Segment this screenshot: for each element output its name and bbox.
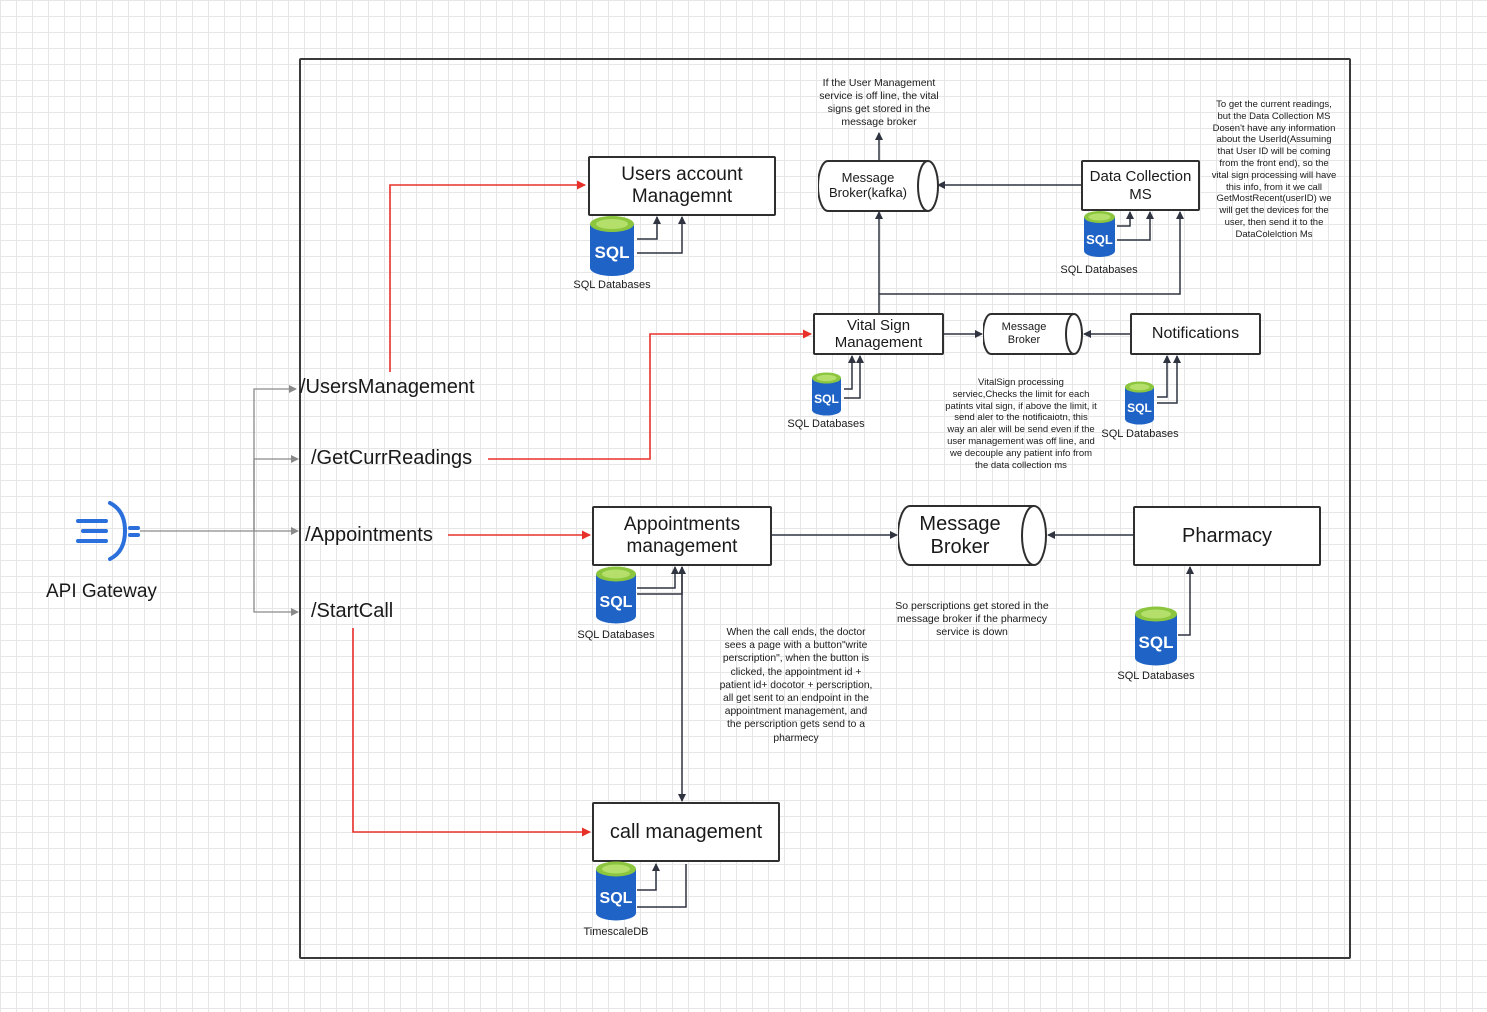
vital-db-link-2 <box>844 355 864 399</box>
call-management-service[interactable]: call management <box>592 802 780 862</box>
svg-text:SQL: SQL <box>600 890 633 907</box>
notifications-db-link <box>1157 355 1171 398</box>
system-boundary <box>299 58 1351 959</box>
api-gateway-icon <box>76 501 140 561</box>
call-db-link-2 <box>637 864 687 908</box>
vital-processing-note: VitalSign processing serviec,Checks the … <box>945 377 1097 471</box>
notifications-db-label: SQL Databases <box>1101 428 1179 440</box>
route-get-curr-readings[interactable]: /GetCurrReadings <box>311 447 473 469</box>
users-sql-db-icon: SQL <box>590 216 634 276</box>
vital-sign-management-service[interactable]: Vital Sign Management <box>813 313 944 355</box>
vital-to-datacollection <box>879 211 1184 295</box>
notifications-service[interactable]: Notifications <box>1130 313 1261 355</box>
gateway-link-readings <box>253 455 299 531</box>
datacollection-db-label: SQL Databases <box>1060 264 1138 276</box>
kafka-note: If the User Management service is off li… <box>819 77 939 128</box>
appointments-sql-db-icon: SQL <box>596 566 636 624</box>
call-db-label: TimescaleDB <box>583 926 649 938</box>
notifications-label: Notifications <box>1151 324 1240 342</box>
gateway-link-users <box>253 385 297 531</box>
users-account-management-service[interactable]: Users account Managemnt <box>588 156 776 216</box>
appointments-broker-label: Message Broker <box>919 512 1001 558</box>
datacollection-sql-db-icon: SQL <box>1084 211 1115 257</box>
svg-text:SQL: SQL <box>595 243 630 262</box>
call-timescale-db-icon: SQL <box>596 861 636 921</box>
appointments-service-label: Appointments management <box>623 514 741 557</box>
gateway-link-call <box>253 531 299 616</box>
kafka-broker-label: Message Broker(kafka) <box>828 170 908 200</box>
vital-broker-label: Message Broker <box>1001 321 1047 346</box>
users-db-label: SQL Databases <box>573 279 651 291</box>
call-end-note: When the call ends, the doctor sees a pa… <box>719 627 873 744</box>
users-service-label: Users account Managemnt <box>621 164 743 207</box>
pharmacy-db-label: SQL Databases <box>1117 670 1195 682</box>
arrow-readings-route <box>488 329 812 460</box>
pharmacy-db-link <box>1178 566 1194 636</box>
kafka-broker-shape[interactable] <box>818 160 940 212</box>
vital-db-label: SQL Databases <box>787 418 865 430</box>
svg-text:SQL: SQL <box>1127 401 1152 415</box>
users-db-link-2 <box>637 216 686 254</box>
call-db-link <box>637 863 660 891</box>
pharmacy-sql-db-icon: SQL <box>1135 606 1177 666</box>
datacollection-db-link-2 <box>1117 211 1154 241</box>
route-start-call[interactable]: /StartCall <box>311 600 394 622</box>
vital-db-link <box>844 355 856 390</box>
svg-text:SQL: SQL <box>600 594 633 611</box>
appointments-db-link <box>637 566 679 589</box>
data-collection-label: Data Collection MS <box>1089 168 1192 203</box>
pharmacy-service[interactable]: Pharmacy <box>1133 506 1321 566</box>
notifications-sql-db-icon: SQL <box>1125 381 1154 425</box>
data-collection-service[interactable]: Data Collection MS <box>1081 160 1200 211</box>
users-db-link <box>637 216 661 240</box>
vital-service-label: Vital Sign Management <box>834 316 923 351</box>
vital-sql-db-icon: SQL <box>812 372 841 416</box>
svg-text:SQL: SQL <box>1139 633 1174 652</box>
svg-text:SQL: SQL <box>814 392 839 406</box>
svg-text:SQL: SQL <box>1086 232 1113 247</box>
appointments-db-label: SQL Databases <box>577 629 655 641</box>
api-gateway-label: API Gateway <box>46 581 157 602</box>
route-users-management[interactable]: /UsersManagement <box>300 376 475 398</box>
arrow-call-route <box>352 628 591 837</box>
route-appointments[interactable]: /Appointments <box>305 524 433 546</box>
notifications-db-link-2 <box>1157 355 1181 404</box>
data-collection-note: To get the current readings, but the Dat… <box>1211 99 1337 240</box>
pharmacy-broker-note: So perscriptions get stored in the messa… <box>895 600 1049 638</box>
appointments-broker-shape[interactable] <box>898 505 1048 566</box>
call-management-label: call management <box>609 820 763 843</box>
datacollection-db-link <box>1117 211 1134 227</box>
vital-broker-shape[interactable] <box>983 313 1084 355</box>
appointments-management-service[interactable]: Appointments management <box>592 506 772 566</box>
arrow-users-route <box>389 180 586 372</box>
pharmacy-label: Pharmacy <box>1181 524 1273 547</box>
